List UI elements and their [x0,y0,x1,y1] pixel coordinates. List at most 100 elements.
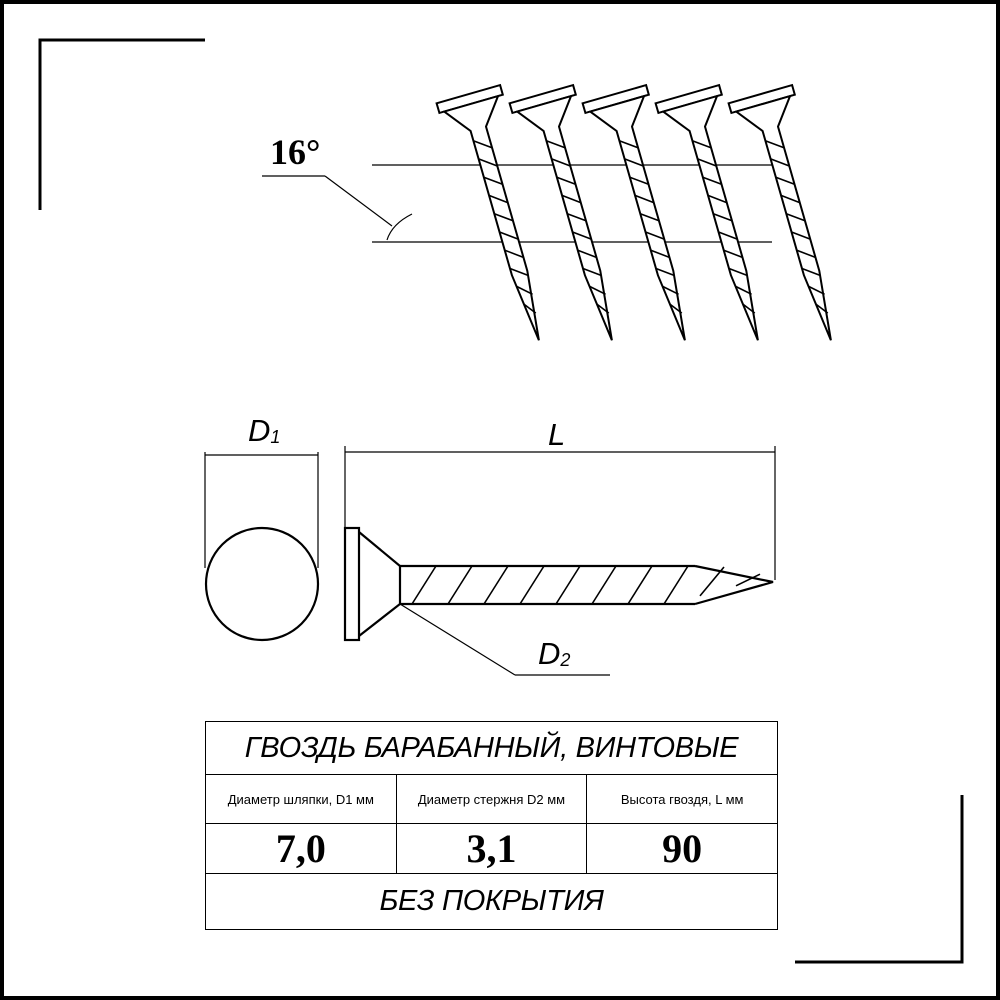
nail-underhead [358,531,402,637]
strip-nail-thread [504,249,524,259]
strip-nail-thread [735,285,752,296]
strip-nail-thread [808,285,825,296]
strip-nail [435,83,540,341]
strip-nail-thread [815,303,829,314]
strip-nail-thread [728,267,748,277]
strip-nail-head [435,83,505,115]
shank-thread-line [447,565,473,605]
strip-nail-thread [483,176,503,186]
strip-nail-thread [692,139,712,149]
strip-nail-body [441,94,540,341]
d1-label: D1 [248,413,280,448]
strip-nail-thread [596,303,610,314]
nail-head-side [343,526,361,642]
shank-thread [411,565,761,605]
corner-bracket-top-left [38,38,205,210]
strip-nail-thread [572,231,592,240]
strip-nail [581,83,686,341]
strip-nail-body [587,94,686,341]
strip-nail-head [508,83,578,115]
strip-nail-body [660,94,759,341]
strip-nail-thread [494,212,514,222]
nail-side-view [343,526,774,642]
strip-nail-thread [624,158,644,167]
strip-nail-thread [645,231,665,240]
strip-nail-thread [702,176,722,186]
strip-nail-thread [499,231,519,240]
shank-thread-line [411,565,437,605]
strip-nail-thread [582,267,602,277]
shank-thread-line [663,565,689,605]
corner-bracket-bottom-right [795,795,964,964]
strip-nail-thread [567,212,587,222]
header-shank-diameter: Диаметр стержня D2 мм [395,774,588,824]
strip-nail-thread [662,285,679,296]
strip-nail-thread [488,194,508,204]
length-label: L [548,417,565,452]
value-shank-diameter: 3,1 [395,823,588,874]
nail-head-circle [204,526,320,642]
angle-reference-lines [262,164,772,243]
strip-nail-thread [723,249,743,259]
strip-nail-thread [619,139,639,149]
strip-nail-thread [786,212,806,222]
strip-nail-thread [523,303,537,314]
angle-leader-diagonal [324,175,393,227]
header-head-diameter: Диаметр шляпки, D1 мм [205,774,397,824]
coating-note: БЕЗ ПОКРЫТИЯ [205,873,778,930]
shank-thread-line [699,566,725,597]
strip-nail-thread [551,158,571,167]
angle-arc [386,213,413,241]
strip-nail-thread [718,231,738,240]
strip-nail-thread [589,285,606,296]
strip-nail-thread [655,267,675,277]
shank-thread-line [519,565,545,605]
strip-nail-thread [546,139,566,149]
strip-nail-thread [640,212,660,222]
strip-nail-thread [634,194,654,204]
strip-nail-thread [770,158,790,167]
strip-nail [508,83,613,341]
strip-nail-thread [707,194,727,204]
d2-label: D2 [538,636,570,671]
strip-nail [654,83,759,341]
value-nail-length: 90 [586,823,778,874]
strip-nail-thread [478,158,498,167]
strip-nail-thread [577,249,597,259]
strip-nail-thread [713,212,733,222]
strip-nail-body [733,94,832,341]
strip-nail-thread [561,194,581,204]
strip-nail-body [514,94,613,341]
nail-point-side [694,564,774,606]
strip-nail-thread [473,139,493,149]
strip-nail-thread [669,303,683,314]
strip-nail-head [654,83,724,115]
spec-table-title: ГВОЗДЬ БАРАБАННЫЙ, ВИНТОВЫЕ [205,721,778,775]
shank-thread-line [627,565,653,605]
spec-table: ГВОЗДЬ БАРАБАННЫЙ, ВИНТОВЫЕ Диаметр шляп… [205,721,778,930]
strip-nail-thread [780,194,800,204]
nail-strip [435,83,832,341]
strip-nail-thread [791,231,811,240]
length-dimension [344,446,776,580]
header-nail-length: Высота гвоздя, L мм [586,774,778,824]
value-head-diameter: 7,0 [205,823,397,874]
strip-nail-thread [796,249,816,259]
strip-nail-thread [765,139,785,149]
angle-label: 16° [270,132,320,172]
strip-nail-thread [801,267,821,277]
strip-nail-thread [742,303,756,314]
strip-nail-thread [556,176,576,186]
strip-nail-thread [697,158,717,167]
shank-thread-line [555,565,581,605]
strip-nail-thread [509,267,529,277]
strip-nail [727,83,832,341]
shank-thread-line [735,573,761,587]
d2-leader [399,603,610,676]
strip-nail-thread [775,176,795,186]
strip-nail-thread [650,249,670,259]
shank-thread-line [483,565,509,605]
shank-thread-line [591,565,617,605]
strip-nail-head [581,83,651,115]
